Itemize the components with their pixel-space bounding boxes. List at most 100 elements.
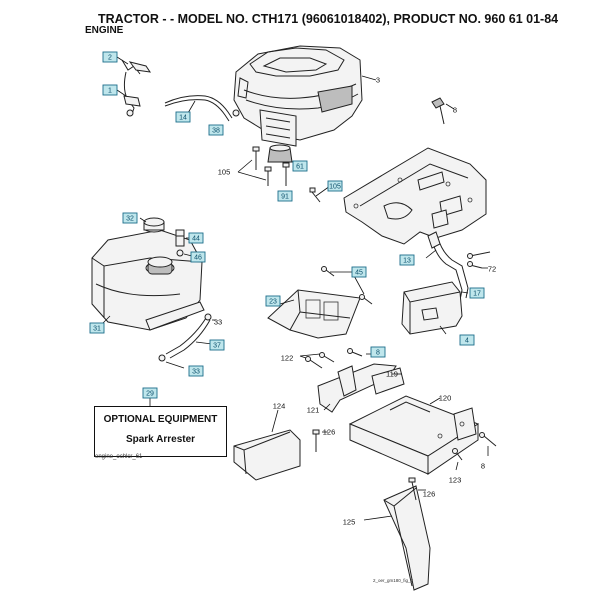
callout-number: 105 [329, 184, 341, 191]
bolt-8-lower [452, 432, 497, 471]
callout-box [190, 251, 206, 263]
callout-number: 29 [146, 391, 154, 398]
boxed-callout: 37 [209, 339, 225, 351]
boxed-callout: 31 [89, 322, 105, 334]
bolt-8-top [431, 97, 455, 125]
boxed-callout: 14 [175, 111, 191, 123]
callout-number: 33 [192, 369, 200, 376]
callout-box [370, 346, 386, 358]
engine [232, 45, 377, 163]
callout-box [399, 254, 415, 266]
callout-number: 44 [192, 236, 200, 243]
fuel-tank [91, 229, 205, 331]
page-title: TRACTOR - - MODEL NO. CTH171 (9606101840… [98, 12, 559, 26]
callout-box [469, 287, 485, 299]
callout-number-plain: 8 [453, 106, 457, 115]
callout-number-plain: 33 [214, 318, 222, 327]
callout-number-plain: 3 [376, 76, 380, 85]
engine-bolts [237, 146, 331, 203]
boxed-callout: 105 [327, 180, 343, 192]
callout-number-plain: 120 [439, 394, 452, 403]
boxed-callout: 45 [351, 266, 367, 278]
boxed-callout: 91 [277, 190, 293, 202]
callout-number: 91 [281, 194, 289, 201]
callout-number-plain: 125 [343, 518, 356, 527]
callout-number: 46 [194, 255, 202, 262]
optional-equipment-title: OPTIONAL EQUIPMENT [103, 414, 218, 425]
boxed-callout: 17 [469, 287, 485, 299]
callout-number: 23 [269, 299, 277, 306]
boxed-callout: 4 [459, 334, 475, 346]
spark-arrester-label: Spark Arrester [125, 434, 196, 445]
muffler [401, 231, 491, 335]
callout-box [292, 160, 308, 172]
boxed-callout: 32 [122, 212, 138, 224]
fuel-cap [139, 217, 165, 233]
callout-number: 13 [403, 258, 411, 265]
boxed-callout: 8 [370, 346, 386, 358]
callout-number: 4 [465, 338, 469, 345]
spark-arrester-shield [267, 289, 361, 339]
callout-box [459, 334, 475, 346]
boxed-callout: 44 [188, 232, 204, 244]
callout-number-plain: 126 [323, 428, 336, 437]
callout-box [102, 51, 118, 63]
callout-box [188, 365, 204, 377]
callout-number-plain: 121 [307, 406, 320, 415]
bracket-assembly [299, 348, 405, 413]
base-plate [348, 395, 480, 475]
file-reference: 2_oer_gm180_fig_7 [373, 578, 414, 583]
callout-box [265, 295, 281, 307]
callout-box [351, 266, 367, 278]
boxed-callout: 33 [188, 365, 204, 377]
fuel-hose [164, 95, 233, 122]
callout-box [327, 180, 343, 192]
page-subtitle: ENGINE [85, 25, 124, 36]
boxed-callout: 2 [102, 51, 118, 63]
callout-number: 14 [179, 115, 187, 122]
callout-number-plain: 72 [488, 265, 496, 274]
callout-box [209, 339, 225, 351]
boxed-callout: 38 [208, 124, 224, 136]
callout-number-plain: 105 [218, 168, 231, 177]
callout-number-plain: 124 [273, 402, 286, 411]
callout-number-plain: 123 [449, 476, 462, 485]
callout-number-plain: 126 [423, 490, 436, 499]
callout-box [102, 84, 118, 96]
callout-box [208, 124, 224, 136]
callout-box [142, 387, 158, 399]
drawing-reference: engine_ochlcr_61 [95, 454, 143, 460]
callout-number: 45 [355, 270, 363, 277]
boxed-callout: 46 [190, 251, 206, 263]
boxed-callout: 61 [292, 160, 308, 172]
callout-number: 1 [108, 88, 112, 95]
optional-equipment-box: OPTIONAL EQUIPMENT Spark Arrester [94, 406, 227, 457]
deflector [233, 409, 301, 481]
callout-box [277, 190, 293, 202]
callout-number: 37 [213, 343, 221, 350]
callout-box [122, 212, 138, 224]
callout-number-plain: 119 [386, 370, 398, 379]
callout-number-plain: 122 [281, 354, 294, 363]
boxed-callout: 13 [399, 254, 415, 266]
callout-number: 31 [93, 326, 101, 333]
lower-chute [363, 477, 431, 591]
fuel-line [158, 313, 216, 369]
frame-plate [343, 147, 487, 245]
callout-number: 2 [108, 55, 112, 62]
boxed-callout: 1 [102, 84, 118, 96]
boxed-callout: 29 [142, 387, 158, 399]
throttle-control [116, 56, 152, 117]
bolt-126-middle [312, 429, 328, 452]
callout-number: 17 [473, 291, 481, 298]
callout-box [175, 111, 191, 123]
callout-number-plain: 8 [481, 462, 485, 471]
callout-number: 61 [296, 164, 304, 171]
callout-number: 38 [212, 128, 220, 135]
callout-number: 8 [376, 350, 380, 357]
callout-box [188, 232, 204, 244]
boxed-callout: 23 [265, 295, 281, 307]
